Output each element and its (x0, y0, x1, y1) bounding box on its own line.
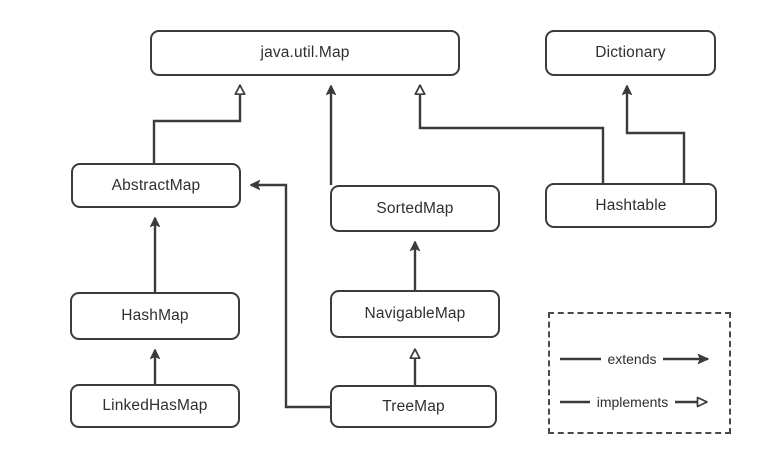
legend-panel: extends implements (548, 312, 731, 434)
node-label: HashMap (121, 307, 189, 325)
node-label: Hashtable (595, 196, 667, 214)
node-hashmap[interactable]: HashMap (70, 292, 240, 340)
edge-abstractmap-implements-map (152, 85, 240, 163)
legend-arrow-layer (560, 314, 729, 408)
node-java-util-map[interactable]: java.util.Map (150, 30, 460, 76)
edge-treemap-extends-abstractmap (251, 185, 330, 409)
node-label: java.util.Map (260, 44, 350, 62)
edge-hashtable-extends-dictionary (627, 86, 686, 183)
node-sortedmap[interactable]: SortedMap (330, 185, 500, 232)
node-label: NavigableMap (364, 305, 466, 323)
node-label: Dictionary (595, 44, 666, 62)
node-dictionary[interactable]: Dictionary (545, 30, 716, 76)
node-treemap[interactable]: TreeMap (330, 385, 497, 428)
legend-row-implements: implements (588, 392, 677, 412)
edge-hashtable-implements-map (420, 85, 605, 183)
node-navigablemap[interactable]: NavigableMap (330, 290, 500, 338)
legend-label-extends: extends (607, 351, 657, 367)
legend-label-implements: implements (596, 394, 669, 410)
node-label: LinkedHasMap (102, 397, 208, 415)
node-label: SortedMap (376, 199, 454, 217)
node-label: AbstractMap (111, 176, 201, 194)
node-hashtable[interactable]: Hashtable (545, 183, 717, 228)
legend-row-extends: extends (599, 349, 665, 369)
node-linkedhasmap[interactable]: LinkedHasMap (70, 384, 240, 428)
node-abstractmap[interactable]: AbstractMap (71, 163, 241, 208)
node-label: TreeMap (382, 397, 445, 415)
